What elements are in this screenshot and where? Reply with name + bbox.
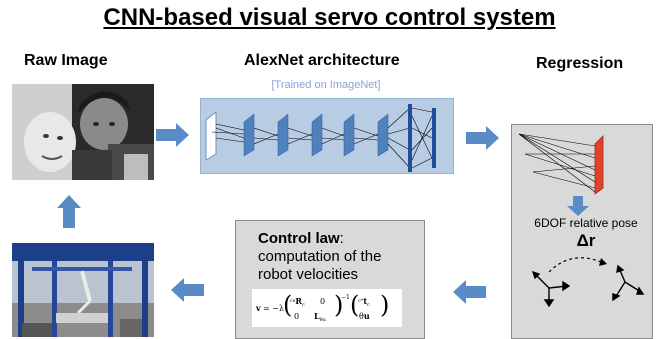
arrow-regression-to-control bbox=[453, 280, 486, 304]
svg-text:v: v bbox=[255, 303, 261, 313]
arrow-cnn-to-regression bbox=[466, 126, 499, 150]
svg-text:c*tc: c*tc bbox=[358, 296, 370, 308]
pose-label: 6DOF relative pose bbox=[534, 216, 638, 230]
regression-label: Regression bbox=[536, 55, 624, 72]
control-law-description: computation of the robot velocities bbox=[258, 248, 382, 283]
raw-image-photo bbox=[12, 84, 154, 180]
raw-image-label: Raw Image bbox=[24, 52, 108, 69]
alexnet-layers bbox=[205, 104, 436, 172]
arrow-photo-to-cnn bbox=[156, 123, 189, 147]
svg-text:θu: θu bbox=[359, 311, 370, 321]
svg-text:= −λ: = −λ bbox=[263, 304, 284, 313]
regression-box bbox=[511, 124, 653, 339]
robot-photo bbox=[12, 243, 154, 337]
svg-text:0: 0 bbox=[294, 312, 299, 321]
alexnet-label: AlexNet architecture bbox=[244, 52, 400, 69]
control-law-text: Control law: computation of the robot ve… bbox=[258, 230, 418, 284]
formula-image: v = −λ ( csRc 0 0 Lθu ) −1 ( c*tc θu ) bbox=[255, 291, 389, 323]
svg-text:0: 0 bbox=[320, 297, 325, 306]
delta-r-label: Δr bbox=[576, 231, 596, 250]
svg-text:csRc: csRc bbox=[290, 296, 305, 308]
control-law-formula: v = −λ ( csRc 0 0 Lθu ) −1 ( c*tc θu ) bbox=[252, 289, 402, 327]
diagram-title: CNN-based visual servo control system bbox=[103, 4, 556, 31]
trained-note: [Trained on ImageNet] bbox=[271, 79, 381, 91]
control-law-colon: : bbox=[339, 230, 344, 247]
regression-layer bbox=[518, 133, 604, 216]
pose-frames bbox=[531, 257, 645, 308]
svg-text:Lθu: Lθu bbox=[314, 311, 327, 323]
control-law-heading: Control law bbox=[258, 230, 340, 247]
arrow-control-to-robot bbox=[171, 278, 204, 302]
svg-text:(: ( bbox=[283, 291, 292, 319]
svg-text:): ) bbox=[380, 291, 389, 319]
svg-text:−1: −1 bbox=[341, 294, 350, 301]
arrow-robot-to-photo bbox=[57, 195, 81, 228]
svg-text:(: ( bbox=[350, 291, 359, 319]
svg-text:): ) bbox=[334, 291, 343, 319]
